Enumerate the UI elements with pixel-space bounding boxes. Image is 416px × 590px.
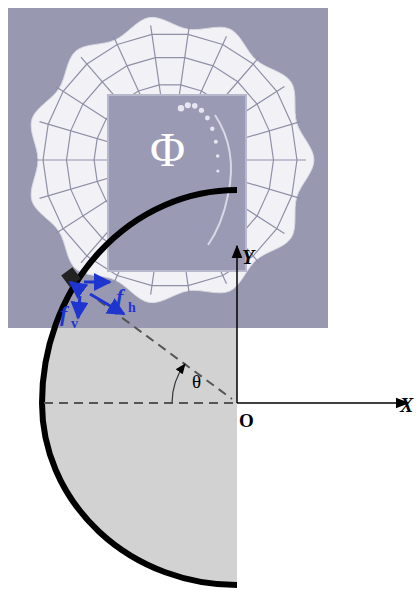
axis-label: Y (242, 247, 254, 267)
logo-symbol: Φ (150, 126, 185, 174)
disc-rim (42, 190, 237, 585)
x-axis (237, 402, 408, 404)
force-label: f (60, 303, 67, 325)
axis-label: X (400, 395, 413, 415)
force-subscript: v (71, 317, 78, 331)
force-subscript: h (128, 301, 136, 315)
radial-line (98, 300, 232, 399)
horizontal-reference (44, 402, 233, 404)
y-axis (236, 246, 238, 403)
force-label: f (116, 286, 123, 308)
origin-label: O (239, 411, 254, 430)
angle-arc (172, 364, 185, 403)
watermark-logo (8, 8, 328, 328)
force-arrows (70, 282, 124, 318)
angle-label: θ (192, 372, 201, 391)
